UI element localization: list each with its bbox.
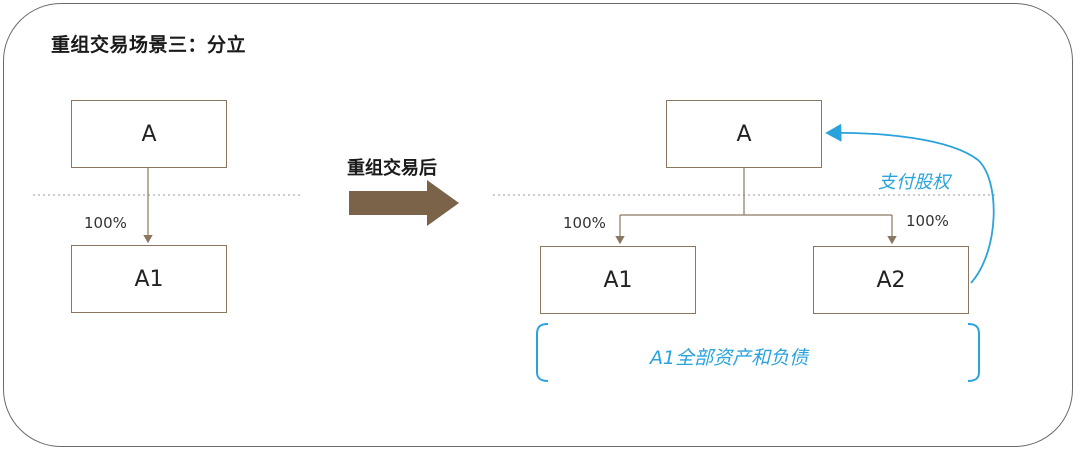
after-a2-percent: 100%: [906, 212, 949, 230]
transition-label: 重组交易后: [347, 158, 437, 179]
payment-arrow: [825, 123, 995, 284]
assets-liabilities-label: A1全部资产和负债: [650, 347, 809, 369]
assets-bracket-right: [967, 323, 980, 382]
after-a1-percent: 100%: [563, 214, 606, 232]
assets-bracket: [536, 323, 549, 382]
payment-label: 支付股权: [878, 172, 950, 193]
page-title: 重组交易场景三：分立: [51, 34, 247, 56]
transition-arrow-icon: [349, 180, 459, 226]
before-company-a1: A1: [71, 245, 227, 313]
before-ownership-percent: 100%: [84, 214, 127, 232]
after-company-a: A: [666, 100, 822, 168]
scenario-frame: [3, 3, 1073, 447]
after-company-a2: A2: [813, 246, 969, 314]
after-company-a1: A1: [540, 246, 696, 314]
before-company-a: A: [71, 100, 227, 168]
